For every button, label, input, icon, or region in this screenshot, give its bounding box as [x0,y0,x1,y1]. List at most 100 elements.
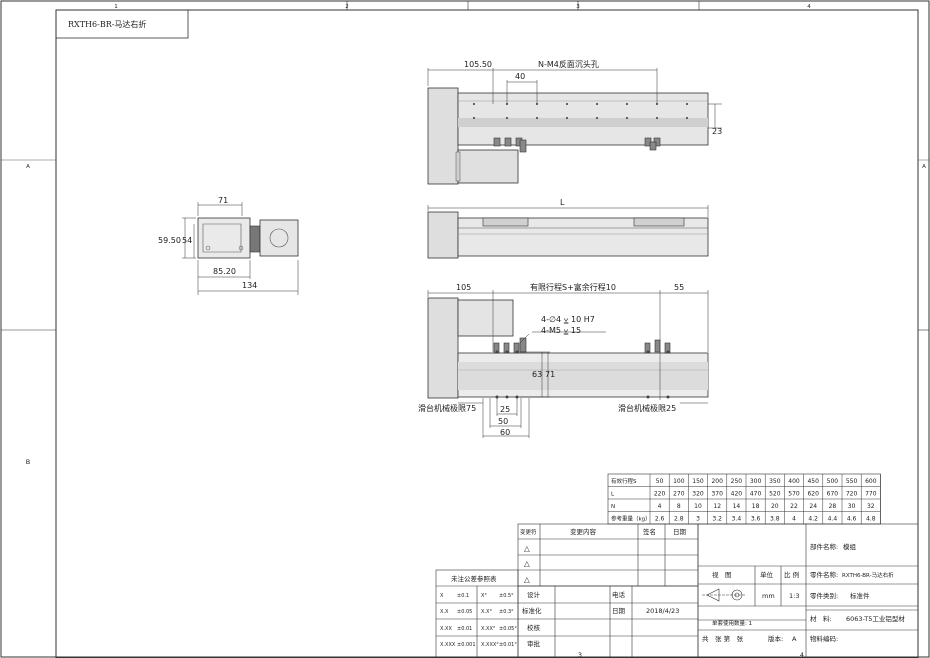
scale-label: 比 例 [784,570,799,579]
view-label: 视 图 [712,570,732,579]
tolerance-cell: ±0.01 [457,626,472,632]
stroke-table-cell: 370 [711,491,723,498]
tolerance-cell: X [440,593,444,599]
stroke-table-cell: 32 [867,503,875,510]
revision-header-sign: 签名 [643,527,656,536]
dim-85-20: 85.20 [213,267,236,276]
end-view-motor-flange [259,219,299,257]
border-number-1: 1 [114,4,118,10]
stroke-table-cell: 670 [827,491,839,498]
bottom-view-motor-block [427,297,459,399]
stroke-table-cell: 3.6 [751,516,761,523]
stroke-table-cell: 3.4 [732,516,742,523]
stroke-table-cell: 4.8 [866,516,876,523]
bottom-view-holes [495,350,670,399]
stroke-table-cell: 8 [677,503,681,510]
limit-left: 滑台机械极限75 [418,403,476,413]
stroke-table-cell: 4.2 [808,516,818,523]
dim-25: 25 [500,405,510,414]
qty-label: 单套使用数量: 1 [712,619,752,627]
dim-63: 63 [532,370,542,379]
stroke-table-cell: 620 [807,491,819,498]
top-view-motor-housing [457,149,519,184]
stroke-table-cell: 3 [696,516,700,523]
tolerance-cell: ±0.3° [499,609,514,615]
stroke-table-cell: 600 [865,478,877,485]
side-view: L [427,198,709,259]
dim-105-50: 105.50 [464,60,492,69]
approval-standard: 标准化 [522,606,542,615]
stroke-table-cell: 550 [846,478,858,485]
tolerance-cell: ±0.001 [457,642,476,648]
stroke-table-cell: 100 [673,478,685,485]
top-view: 105.50 40 N-M4反面沉头孔 23 [427,59,722,185]
dim-length: L [560,198,565,207]
bottom-view-bracket-left [493,337,527,354]
border-letter-right-a: A [922,164,926,170]
stroke-table-cell: 22 [790,503,798,510]
stroke-table-cell: 4.6 [847,516,857,523]
border-number-2: 2 [345,4,349,10]
category-value: 标准件 [850,591,870,600]
revision-row-3: △ [524,575,530,584]
dim-71-bottom: 71 [545,370,555,379]
dim-23: 23 [712,127,722,136]
dim-59-50: 59.50 [158,236,181,245]
stroke-note: 有限行程S+富余行程10 [530,282,616,292]
stroke-table-cell: 50 [656,478,664,485]
dim-55: 55 [674,283,684,292]
stroke-table-cell: 300 [750,478,762,485]
projection-symbol-icon [702,588,745,602]
stroke-table-cell: 420 [731,491,743,498]
part-name-value: 模组 [843,542,857,551]
material-value: 6063-T5工业铝型材 [846,614,905,623]
revision-header-content: 变更内容 [570,527,597,536]
stroke-table-cell: 12 [713,503,721,510]
tolerance-cell: X.XX° [481,626,496,632]
stroke-table-row-label: L [611,492,615,498]
side-view-carriage-left [482,217,529,227]
stroke-table-cell: 14 [733,503,741,510]
unit-value: mm [762,592,775,600]
hole-note-1: 4-∅4 ⩣ 10 H7 [541,315,595,324]
revision-block [517,523,699,587]
stroke-table-cell: 30 [848,503,856,510]
stroke-table-cell: 2.8 [674,516,684,523]
category-label: 零件类别: [810,591,838,600]
top-view-bolt-holes [472,102,689,120]
stroke-table-cell: 500 [827,478,839,485]
stroke-table-row-label: 参考重量（kg） [611,515,651,523]
dim-71-end: 71 [218,196,228,205]
tolerance-title: 未注公差参照表 [451,574,497,583]
stroke-table-cell: 150 [692,478,704,485]
material-label: 材 料: [810,614,832,623]
stroke-table-cell: 24 [809,503,817,510]
stroke-table-cell: 28 [829,503,837,510]
stroke-table-cell: 400 [788,478,800,485]
stroke-table-cell: 4 [792,516,796,523]
stroke-table: 有效行程SLN参考重量（kg）5022042.610027082.8150320… [607,473,881,525]
component-name-label: 零件名称: [810,570,838,579]
hole-note-2: 4-M5 ⩣ 15 [541,326,581,335]
tolerance-cell: ±0.1 [457,593,469,599]
tolerance-cell: X° [481,593,487,599]
revision-header-symbol: 变更符 [520,528,537,536]
version-value: A [792,635,797,643]
approval-block [517,585,699,658]
border-number-bottom-3: 3 [578,651,582,658]
version-label: 版本: [768,634,783,643]
side-view-carriage-right [633,217,685,227]
stroke-table-cell: 770 [865,491,877,498]
drawing-title-text: RXTH6-BR-马达右折 [68,19,146,29]
unit-label: 单位 [760,570,774,579]
stroke-table-cell: 250 [731,478,743,485]
stroke-table-cell: 20 [771,503,779,510]
bottom-view-motor-housing [457,299,514,337]
phone-label: 电话 [612,590,626,599]
stroke-table-cell: 320 [692,491,704,498]
revision-header-date: 日期 [673,528,687,536]
dim-60: 60 [500,428,510,437]
drawing-title-box: RXTH6-BR-马达右折 [55,9,189,39]
